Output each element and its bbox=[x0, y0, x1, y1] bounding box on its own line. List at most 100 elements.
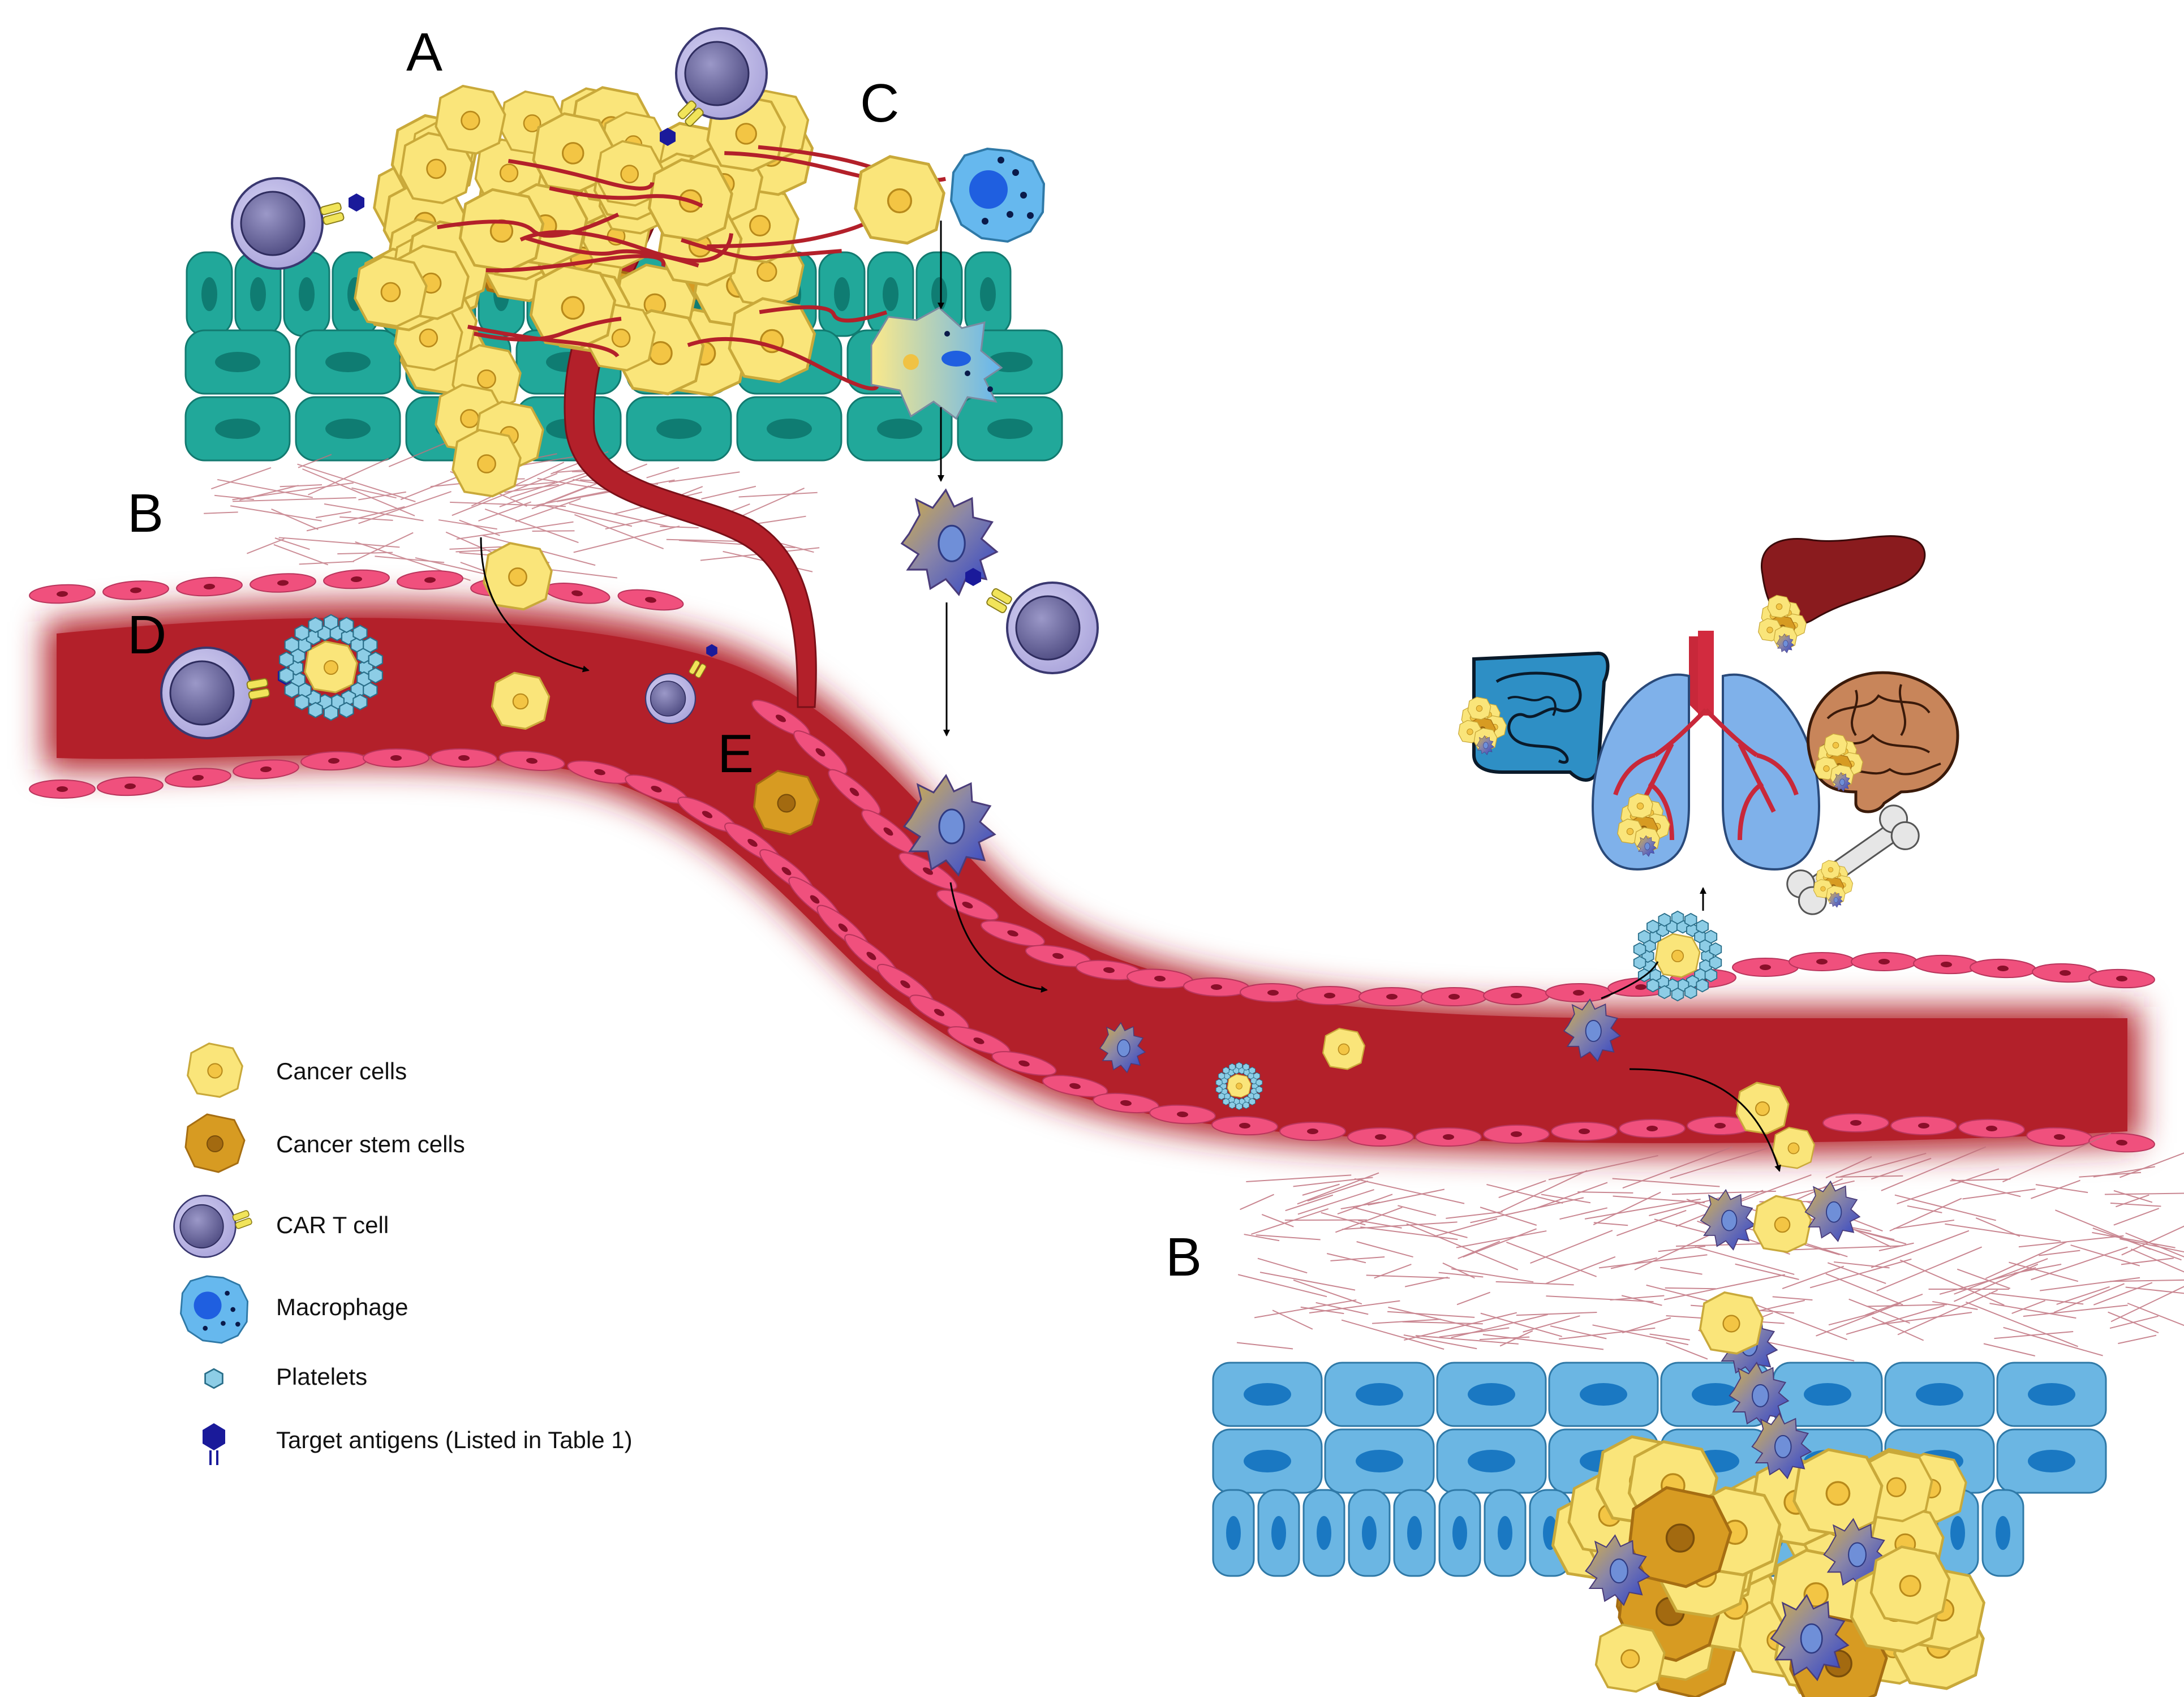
ecm-fiber bbox=[2035, 1184, 2088, 1194]
endothelial-cell bbox=[249, 571, 317, 595]
ecm-fiber bbox=[1559, 1207, 1607, 1220]
ecm-fiber bbox=[646, 467, 680, 479]
ecm-fiber bbox=[1357, 1220, 1402, 1229]
cancer-cell-circulating bbox=[491, 671, 551, 730]
ecm-fiber bbox=[1463, 1228, 1537, 1258]
ecm-fiber bbox=[1523, 1315, 1580, 1333]
platelet bbox=[1236, 1062, 1243, 1070]
platelet bbox=[1228, 1101, 1236, 1109]
endothelial-cell bbox=[1851, 952, 1918, 971]
ecm-fiber bbox=[1871, 1230, 1970, 1268]
ecm-fiber bbox=[1516, 1311, 1597, 1316]
ecm-fiber bbox=[271, 509, 319, 530]
cancer-cell bbox=[1467, 696, 1491, 720]
ecm-fiber bbox=[1415, 1335, 1519, 1345]
ecm-fiber bbox=[541, 504, 633, 527]
tumor-capillary bbox=[473, 317, 622, 342]
ecm-fiber bbox=[1649, 1197, 1719, 1216]
endothelial-cell bbox=[616, 585, 685, 614]
target-antigen-icon bbox=[203, 1423, 225, 1465]
car-receptor bbox=[319, 201, 345, 226]
endothelial-cell bbox=[1551, 1122, 1618, 1141]
ecm-fiber bbox=[1975, 1217, 2020, 1237]
platelet bbox=[1243, 1063, 1250, 1071]
epithelial-cell bbox=[1324, 1428, 1435, 1494]
ecm-fiber bbox=[1470, 1197, 1584, 1224]
ecm-fiber bbox=[2121, 1225, 2184, 1256]
endothelial-cell bbox=[1358, 987, 1425, 1006]
ecm-fiber bbox=[514, 455, 580, 467]
ecm-fiber bbox=[2110, 1202, 2161, 1207]
platelet bbox=[339, 617, 354, 634]
cancer-cell bbox=[1821, 860, 1841, 879]
ecm-fiber bbox=[1876, 1246, 1983, 1292]
ecm-fiber bbox=[2070, 1244, 2140, 1267]
ecm-fiber bbox=[1951, 1178, 2021, 1198]
platelet bbox=[1215, 1079, 1223, 1087]
ecm-fiber bbox=[1435, 1218, 1498, 1237]
endothelial-cell bbox=[363, 748, 429, 768]
ecm-fiber bbox=[2023, 1304, 2128, 1317]
ecm-fiber bbox=[1550, 1325, 1607, 1339]
platelet bbox=[1671, 910, 1684, 925]
platelet bbox=[1249, 1066, 1256, 1074]
endothelial-cell bbox=[1415, 1127, 1482, 1147]
platelet bbox=[368, 651, 383, 668]
ecm-fiber bbox=[1610, 1295, 1665, 1301]
ecm-fiber bbox=[2131, 1248, 2184, 1273]
epithelial-cell bbox=[964, 251, 1012, 337]
cancer-cell bbox=[1794, 1450, 1882, 1536]
ecm-fiber bbox=[1665, 1287, 1716, 1290]
platelet bbox=[1249, 1098, 1256, 1106]
panel-label-e: E bbox=[717, 723, 754, 784]
legend-car-t-cell: CAR T cell bbox=[276, 1212, 389, 1238]
ecm-fiber bbox=[1356, 1241, 1413, 1258]
platelet bbox=[1218, 1072, 1225, 1080]
target-antigen bbox=[349, 193, 364, 212]
platelet bbox=[1709, 942, 1722, 957]
platelet bbox=[1633, 942, 1646, 957]
platelet bbox=[1215, 1086, 1223, 1093]
ecm-fiber bbox=[1839, 1152, 1927, 1178]
ecm-fiber bbox=[1613, 1195, 1705, 1204]
ecm-fiber bbox=[2018, 1235, 2124, 1248]
platelet bbox=[1243, 1101, 1250, 1109]
platelet bbox=[284, 636, 299, 653]
ecm-fiber bbox=[1353, 1207, 1468, 1238]
epithelial-cell bbox=[1981, 1489, 2024, 1577]
endothelial-cell bbox=[1822, 1113, 1889, 1132]
ecm-fiber bbox=[738, 492, 818, 498]
ecm-fiber bbox=[452, 472, 558, 516]
cancer-stem-cell bbox=[1630, 1488, 1730, 1587]
epithelial-cell bbox=[1436, 1362, 1547, 1427]
ecm-fiber bbox=[247, 538, 285, 554]
ecm-fiber bbox=[1244, 1234, 1280, 1242]
epithelial-cell bbox=[1996, 1428, 2107, 1494]
endothelial-cell bbox=[28, 582, 96, 606]
ecm-fiber bbox=[1612, 1178, 1720, 1187]
ecm-fiber bbox=[1456, 1291, 1491, 1306]
ecm-fiber bbox=[1865, 1293, 1923, 1316]
endothelial-cell bbox=[2088, 1131, 2156, 1155]
ecm-fiber bbox=[2031, 1179, 2080, 1199]
platelet bbox=[1633, 955, 1646, 970]
platelet bbox=[1704, 929, 1718, 944]
ecm-fiber bbox=[1254, 1299, 1357, 1319]
ecm-fiber bbox=[1300, 1306, 1344, 1315]
ecm-fiber bbox=[1897, 1168, 2000, 1205]
endothelial-cell bbox=[1969, 957, 2037, 980]
ecm-fiber bbox=[230, 505, 322, 522]
ecm-fiber bbox=[1374, 1264, 1412, 1279]
ecm-fiber bbox=[339, 516, 393, 521]
ecm-fiber bbox=[1439, 1327, 1510, 1338]
ecm-fiber bbox=[484, 508, 579, 544]
platelet bbox=[308, 617, 323, 634]
ecm-fiber bbox=[1879, 1312, 1972, 1325]
platelet bbox=[1696, 919, 1709, 934]
ecm-fiber bbox=[1546, 1295, 1654, 1303]
tumor-capillary bbox=[519, 230, 734, 263]
ecm-fiber bbox=[1486, 1183, 1563, 1204]
ecm-fiber bbox=[2125, 1232, 2184, 1257]
tumor-capillary bbox=[681, 238, 842, 261]
ecm-fiber bbox=[1894, 1194, 1996, 1221]
